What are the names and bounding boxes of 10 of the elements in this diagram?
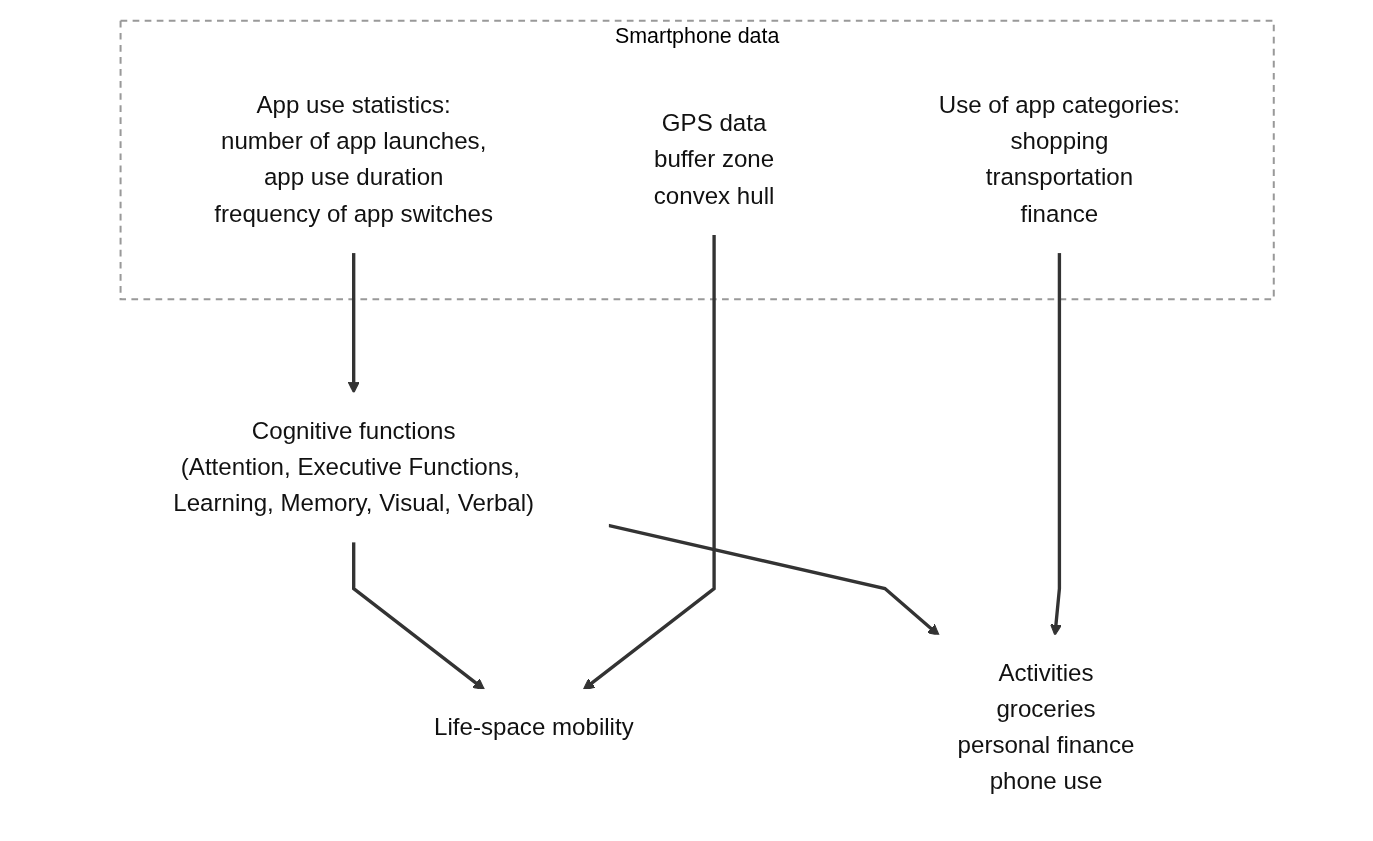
node-text: Life-space mobility	[434, 713, 634, 741]
arrow	[347, 252, 360, 394]
arrow	[1050, 252, 1062, 636]
node-text: App use statistics: number of app launches, app use duration frequency of app switches	[214, 91, 494, 227]
arrow	[352, 541, 486, 691]
arrow	[582, 234, 716, 691]
node-text: Cognitive functions (Attention, Executive Functions, Learning, Memory, Visual, Verbal)	[173, 417, 535, 517]
node-text: Activities groceries personal finance phone use	[957, 659, 1135, 795]
node-text: Use of app categories: shopping transportation finance	[938, 91, 1181, 227]
node-text: GPS data buffer zone convex hull	[653, 109, 775, 209]
